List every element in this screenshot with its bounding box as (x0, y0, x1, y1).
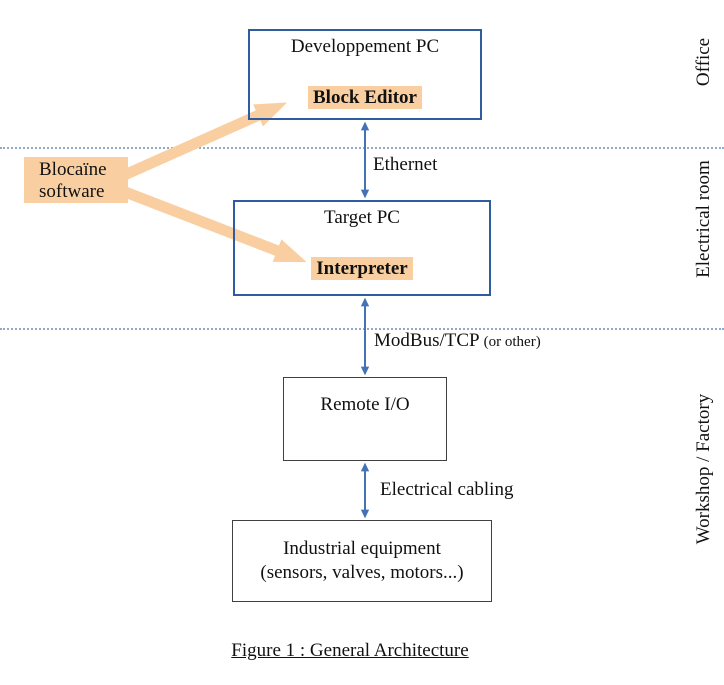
target-pc-title: Target PC (324, 207, 400, 228)
blocaine-to-interpreter-arrow (118, 184, 307, 263)
industrial-equipment-line2: (sensors, valves, motors...) (260, 562, 464, 583)
electrical-cabling-label: Electrical cabling (380, 479, 514, 500)
development-pc-box: Developpement PC Block Editor (248, 29, 482, 120)
modbus-label-note: (or other) (483, 334, 541, 350)
modbus-label-main: ModBus/TCP (374, 330, 479, 351)
development-pc-title: Developpement PC (290, 36, 440, 57)
industrial-equipment-title: Industrial equipment (sensors, valves, m… (233, 537, 491, 585)
industrial-equipment-line1: Industrial equipment (283, 538, 441, 559)
figure-caption-text: Figure 1 : General Architecture (231, 640, 469, 661)
figure-caption: Figure 1 : General Architecture (150, 640, 550, 662)
remote-io-title: Remote I/O (320, 394, 410, 415)
blocaine-software-label: Blocaïne software (24, 157, 128, 203)
blocaine-to-block-editor-arrow (117, 102, 288, 183)
block-editor-component: Block Editor (250, 86, 480, 109)
remote-io-box: Remote I/O (283, 377, 447, 461)
blocaine-software-line1: Blocaïne (39, 159, 107, 180)
target-pc-box: Target PC Interpreter (233, 200, 491, 296)
industrial-equipment-box: Industrial equipment (sensors, valves, m… (232, 520, 492, 602)
zone-label-workshop-factory: Workshop / Factory (693, 393, 714, 545)
blocaine-software-line2: software (39, 181, 105, 202)
block-editor-label: Block Editor (308, 86, 422, 109)
modbus-label: ModBus/TCP (or other) (374, 329, 541, 354)
zone-label-electrical-room: Electrical room (693, 160, 714, 278)
ethernet-label: Ethernet (373, 154, 438, 175)
interpreter-label: Interpreter (311, 257, 413, 280)
interpreter-component: Interpreter (235, 257, 489, 280)
